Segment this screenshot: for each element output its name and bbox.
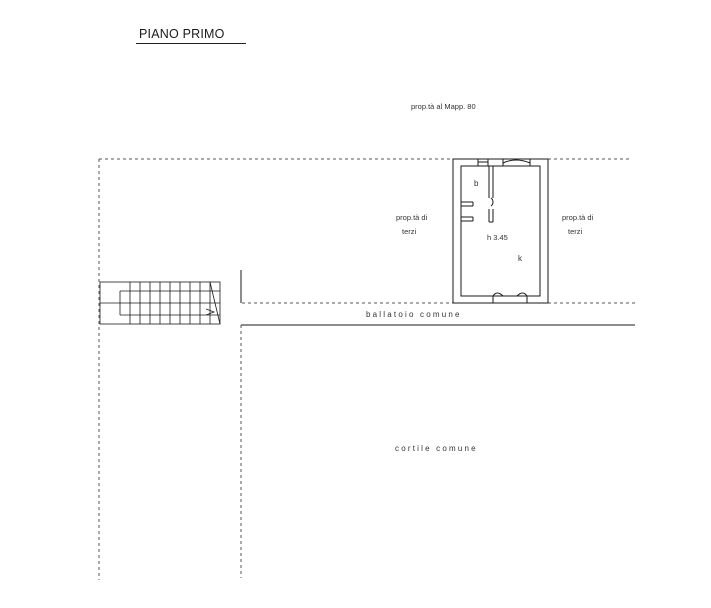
east-property-label-line1: prop.tà di	[562, 213, 594, 222]
bathroom-label: b	[474, 179, 479, 188]
solid-walls	[240, 270, 635, 326]
kitchen-label: k	[518, 254, 522, 263]
courtyard-label: cortile comune	[395, 444, 478, 453]
north-window-2	[502, 159, 531, 164]
property-boundaries	[98, 158, 635, 580]
north-property-label: prop.tà al Mapp. 80	[411, 102, 476, 111]
ceiling-height-label: h 3.45	[487, 233, 508, 242]
balcony-label: ballatoio comune	[366, 310, 462, 319]
south-door	[492, 292, 504, 297]
staircase	[99, 281, 221, 325]
apartment-unit	[452, 158, 549, 304]
page-title: PIANO PRIMO	[139, 27, 225, 41]
west-property-label-line1: prop.tà di	[396, 213, 428, 222]
unit-inner-wall	[460, 165, 541, 297]
west-property-label-line2: terzi	[402, 227, 417, 236]
east-property-label-line2: terzi	[568, 227, 583, 236]
unit-outer-wall	[452, 158, 549, 304]
title-underline	[136, 43, 246, 44]
